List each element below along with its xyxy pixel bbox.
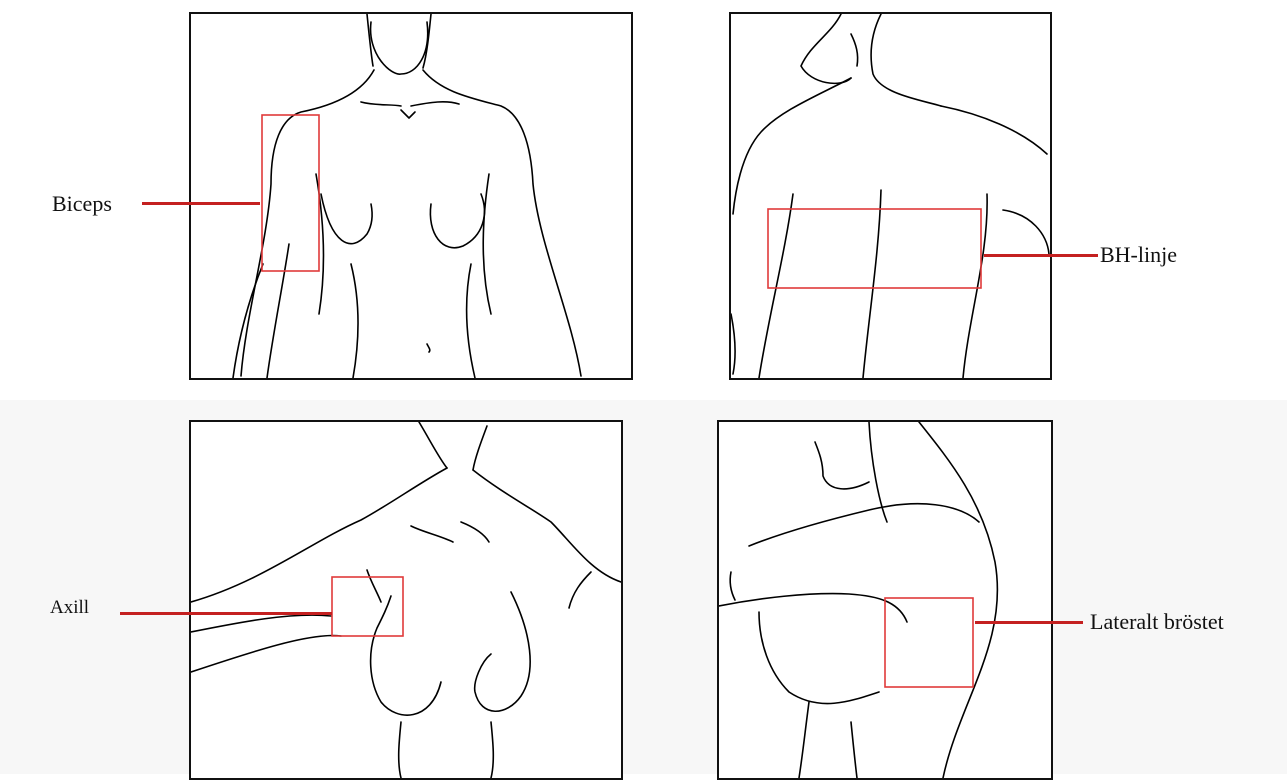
axilla-label: Axill [50, 598, 89, 617]
lateral-breast-highlight-box [885, 598, 973, 687]
bra-line-label: BH-linje [1100, 244, 1177, 266]
panel-back-bra-line [729, 12, 1052, 380]
side-view-drawing [719, 422, 1051, 778]
axilla-highlight-box [332, 577, 403, 636]
lateral-breast-label: Lateralt bröstet [1090, 611, 1224, 633]
lateral-breast-leader-line [975, 621, 1083, 624]
back-torso-drawing [731, 14, 1050, 378]
panel-side-lateral-breast [717, 420, 1053, 780]
axilla-leader-line [120, 612, 332, 615]
front-torso-drawing [191, 14, 631, 378]
raised-arm-front-drawing [191, 422, 621, 778]
biceps-leader-line [142, 202, 260, 205]
panel-front-axilla [189, 420, 623, 780]
biceps-label: Biceps [52, 193, 112, 215]
bra-line-leader-line [984, 254, 1098, 257]
panel-front-biceps [189, 12, 633, 380]
